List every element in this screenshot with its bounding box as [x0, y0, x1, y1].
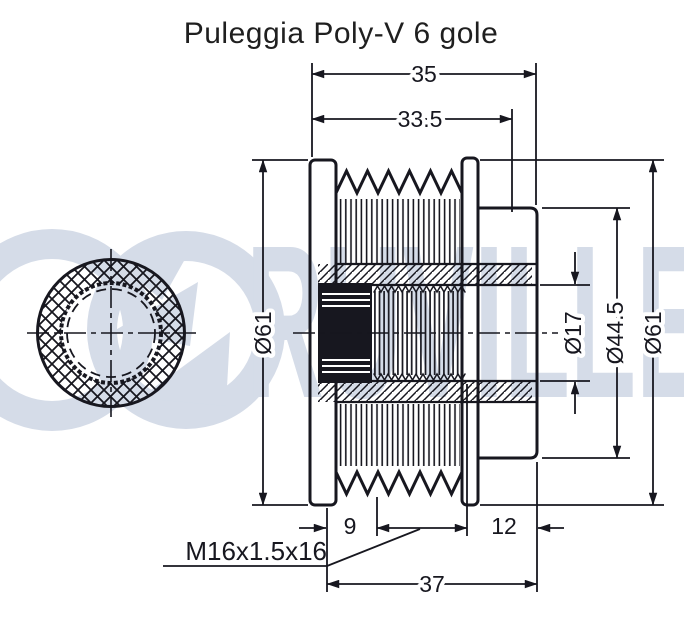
- dim-outer-diameter-right: Ø61: [636, 159, 670, 506]
- groove-flanks-bottom: [338, 404, 460, 466]
- dim-outer-diameter-left-label: Ø61: [250, 311, 276, 354]
- poly-v-grooves-bottom: [334, 466, 464, 498]
- extension-lines: [252, 63, 664, 592]
- dimensions: 35 33.5 Ø61 Ø17 Ø44.5 Ø61: [163, 57, 670, 601]
- dim-hub-flange-diameter-label: Ø44.5: [602, 302, 628, 365]
- dim-overall-width: 35: [311, 57, 537, 91]
- dim-bore-diameter-label: Ø17: [560, 311, 586, 354]
- dim-outer-diameter-right-label: Ø61: [640, 311, 666, 354]
- thread-spec-callout: M16x1.5x16: [163, 528, 421, 567]
- dim-hub-protrusion: 12: [487, 509, 564, 543]
- dim-hub-protrusion-label: 12: [491, 513, 517, 539]
- groove-flanks-top: [338, 199, 460, 264]
- dim-overall-length-label: 37: [419, 571, 445, 597]
- front-view: [27, 249, 196, 417]
- section-hatch-bottom: [318, 381, 532, 402]
- dim-overall-width-label: 35: [411, 61, 437, 87]
- dim-grooved-width: 33.5: [311, 102, 513, 136]
- drawing-title: Puleggia Poly-V 6 gole: [184, 17, 499, 50]
- dim-grooved-width-label: 33.5: [398, 106, 443, 132]
- knurl-inner-edge: [59, 281, 163, 385]
- poly-v-grooves-top: [334, 167, 464, 199]
- dim-bore-diameter: Ø17: [556, 252, 590, 414]
- section-hatch-top: [318, 264, 532, 285]
- dim-hub-flange-diameter: Ø44.5: [598, 207, 632, 459]
- dim-outer-diameter-left: Ø61: [246, 159, 280, 506]
- section-view: [293, 156, 558, 507]
- dim-rim-offset-label: 9: [344, 513, 357, 539]
- dim-rim-offset: 9: [299, 509, 360, 543]
- dim-overall-length: 37: [326, 567, 538, 601]
- thread-spec-label: M16x1.5x16: [185, 536, 327, 566]
